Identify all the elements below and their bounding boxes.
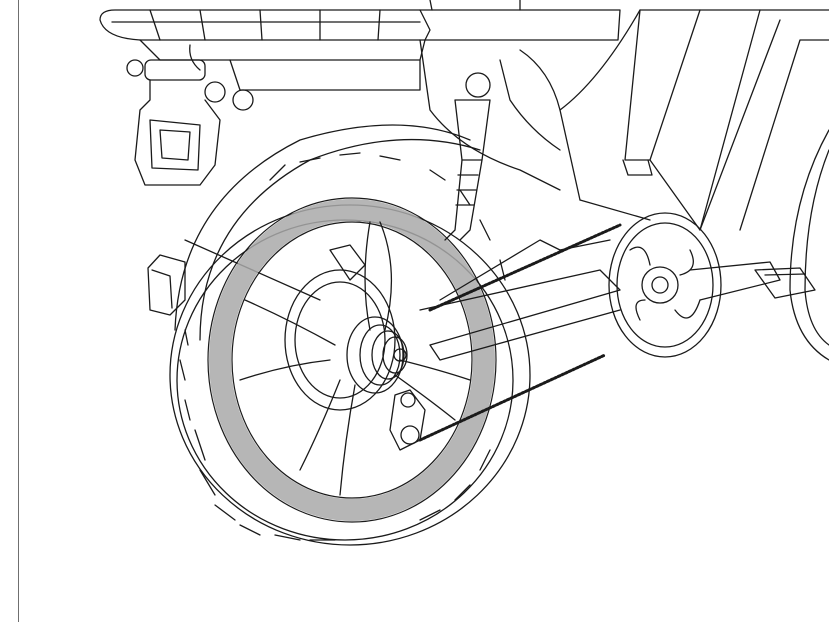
- battery-tube: [622, 9, 829, 231]
- rear-frame-body: [419, 9, 651, 221]
- rear-hub-cassette: [346, 316, 408, 394]
- rear-rack: [99, 0, 621, 91]
- swingarm: [419, 239, 621, 361]
- rear-shock: [444, 72, 491, 241]
- rear-wheel-rim-highlight: [207, 197, 497, 523]
- chainring: [608, 212, 722, 358]
- rim-spokes: [239, 221, 471, 496]
- front-wheel-edge: [789, 129, 829, 361]
- rear-reflector: [147, 254, 186, 316]
- tail-light-bracket: [126, 59, 254, 186]
- frame-edge-line: [18, 0, 19, 622]
- brake-disc: [284, 244, 396, 411]
- chain: [418, 223, 622, 442]
- pedal: [689, 261, 816, 301]
